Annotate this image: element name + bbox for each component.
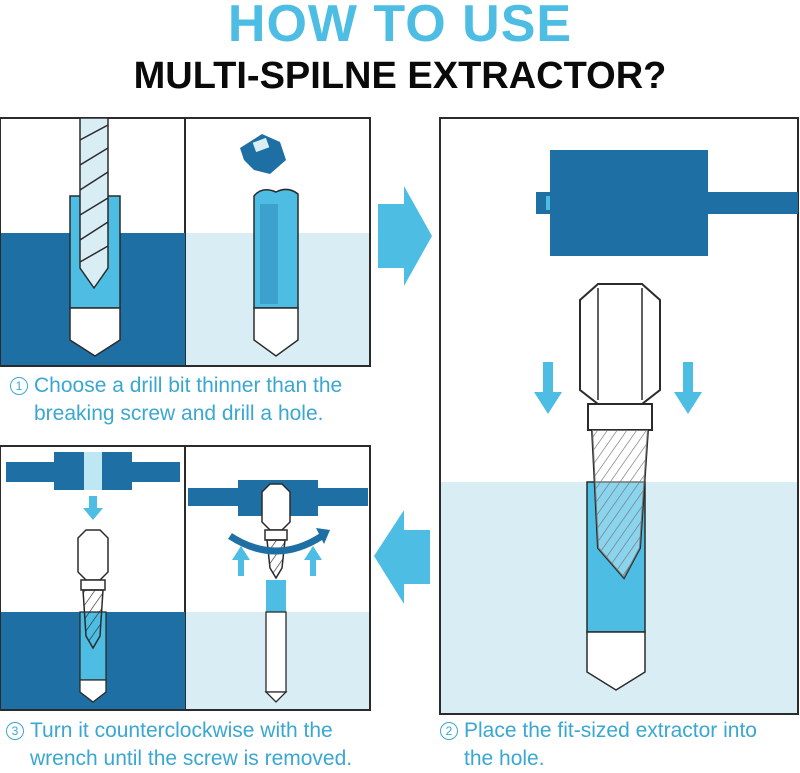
page-title: HOW TO USE (227, 0, 573, 53)
extractor-icon (579, 283, 661, 580)
drill-bit-icon (79, 117, 109, 290)
extractor-icon (77, 529, 109, 650)
page-subtitle: MULTI-SPILNE EXTRACTOR? (133, 55, 667, 97)
down-arrow-icon (674, 362, 702, 414)
broken-screw-icon (240, 134, 299, 357)
right-arrow-icon (378, 186, 432, 286)
step3-panel (0, 445, 371, 711)
down-arrow-icon (534, 362, 562, 414)
left-arrow-icon (374, 510, 430, 604)
wrench-handle-icon (536, 150, 798, 256)
up-arrow-icon (232, 546, 250, 576)
up-arrow-icon (304, 546, 322, 576)
step1-panel (0, 117, 371, 367)
step2-panel (439, 117, 799, 715)
rotate-arrow-icon (228, 533, 324, 555)
